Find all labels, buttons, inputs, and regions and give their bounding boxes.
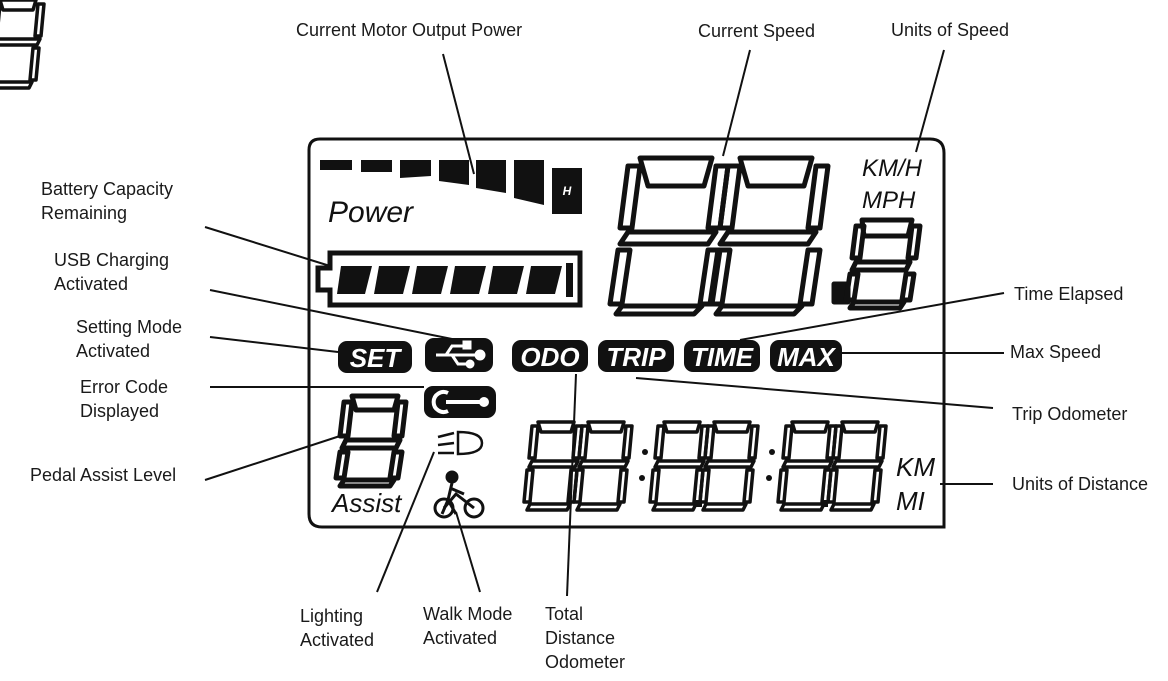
callout-units-distance: Units of Distance	[1012, 474, 1149, 494]
max-badge	[770, 340, 842, 372]
callout-max-speed: Max Speed	[1010, 342, 1102, 362]
battery-segment	[526, 266, 562, 294]
set-badge	[338, 341, 412, 373]
speed-unit-mph: MPH	[862, 187, 916, 214]
leader-total	[566, 373, 577, 597]
callout-trip-odometer: Trip Odometer	[1012, 404, 1128, 424]
battery-segment	[412, 266, 448, 294]
callout-walk: Walk Mode Activated	[423, 602, 512, 650]
distance-unit-km: KM	[896, 452, 935, 482]
odometer-separators	[639, 449, 828, 507]
power-label: Power	[328, 196, 414, 229]
callout-battery: Battery Capacity Remaining	[41, 177, 173, 225]
callout-walk-line2: Activated	[423, 628, 498, 648]
callout-lighting: Lighting Activated	[300, 604, 374, 652]
callout-current-speed: Current Speed	[698, 21, 816, 41]
callout-usb-line1: USB Charging	[54, 250, 170, 270]
leader-setting	[209, 336, 339, 353]
power-bar	[320, 160, 582, 214]
battery-segment	[450, 266, 486, 294]
callout-total: Total Distance Odometer	[545, 602, 625, 674]
usb-icon	[436, 340, 486, 369]
callout-usb-line2: Activated	[54, 274, 129, 294]
lcd-frame	[307, 137, 946, 529]
leader-motor-power	[442, 53, 475, 175]
callout-error: Error Code Displayed	[80, 375, 168, 423]
power-segment	[439, 160, 469, 185]
leader-trip	[635, 377, 994, 409]
leader-walk	[455, 511, 481, 593]
power-high-marker: H	[563, 184, 572, 198]
assist-digit	[333, 393, 409, 489]
callout-pedal: Pedal Assist Level	[30, 465, 177, 485]
battery-segment	[374, 266, 410, 294]
power-segment	[514, 160, 544, 205]
wrench-icon	[431, 390, 489, 414]
leader-lines	[204, 49, 1005, 597]
battery-segment	[488, 266, 524, 294]
trip-badge	[598, 340, 674, 372]
callout-motor-power: Current Motor Output Power	[296, 20, 523, 40]
callout-walk-line1: Walk Mode	[423, 604, 513, 624]
distance-unit-mi: MI	[896, 486, 925, 516]
badge-row	[338, 338, 842, 418]
power-segment	[320, 160, 352, 170]
callout-usb: USB Charging Activated	[54, 248, 169, 296]
callout-total-line2: Distance	[545, 628, 616, 648]
callout-setting-line2: Activated	[76, 341, 151, 361]
power-high-segment	[552, 168, 582, 214]
power-segment	[400, 160, 431, 178]
odo-badge-label: ODO	[520, 342, 579, 372]
callout-total-line1: Total	[545, 604, 584, 624]
callout-time-elapsed: Time Elapsed	[1014, 284, 1124, 304]
trip-badge-label: TRIP	[606, 342, 666, 372]
callout-lighting-line2: Activated	[300, 630, 375, 650]
leader-lighting	[376, 451, 435, 593]
leader-usb	[209, 289, 453, 340]
callout-setting-line1: Setting Mode	[76, 317, 183, 337]
set-badge-label: SET	[350, 343, 403, 373]
leader-current-speed	[722, 49, 751, 157]
battery-segment	[566, 263, 573, 297]
callout-lighting-line1: Lighting	[300, 606, 364, 626]
assist-label: Assist	[330, 488, 403, 518]
callout-total-line3: Odometer	[545, 652, 626, 672]
callout-units-speed: Units of Speed	[891, 20, 1010, 40]
leader-units-speed	[915, 49, 945, 153]
headlight-icon	[437, 430, 484, 456]
odometer-digits	[0, 0, 888, 512]
callout-setting: Setting Mode Activated	[76, 315, 182, 363]
power-segment	[476, 160, 506, 193]
speed-unit-kmh: KM/H	[862, 155, 923, 182]
callout-error-line2: Displayed	[80, 401, 160, 421]
callout-error-line1: Error Code	[80, 377, 169, 397]
odo-badge	[512, 340, 588, 372]
leader-time	[739, 292, 1005, 341]
battery-gauge	[315, 250, 583, 308]
callout-battery-line1: Battery Capacity	[41, 179, 174, 199]
callout-battery-line2: Remaining	[41, 203, 128, 223]
power-segment	[361, 160, 392, 172]
leader-battery	[204, 226, 331, 267]
max-badge-label: MAX	[777, 342, 836, 372]
time-badge-label: TIME	[691, 342, 754, 372]
walk-bike-icon	[433, 470, 485, 519]
speed-digits	[607, 155, 923, 317]
time-badge	[684, 340, 760, 372]
battery-segment	[337, 266, 372, 294]
leader-pedal	[204, 435, 341, 481]
